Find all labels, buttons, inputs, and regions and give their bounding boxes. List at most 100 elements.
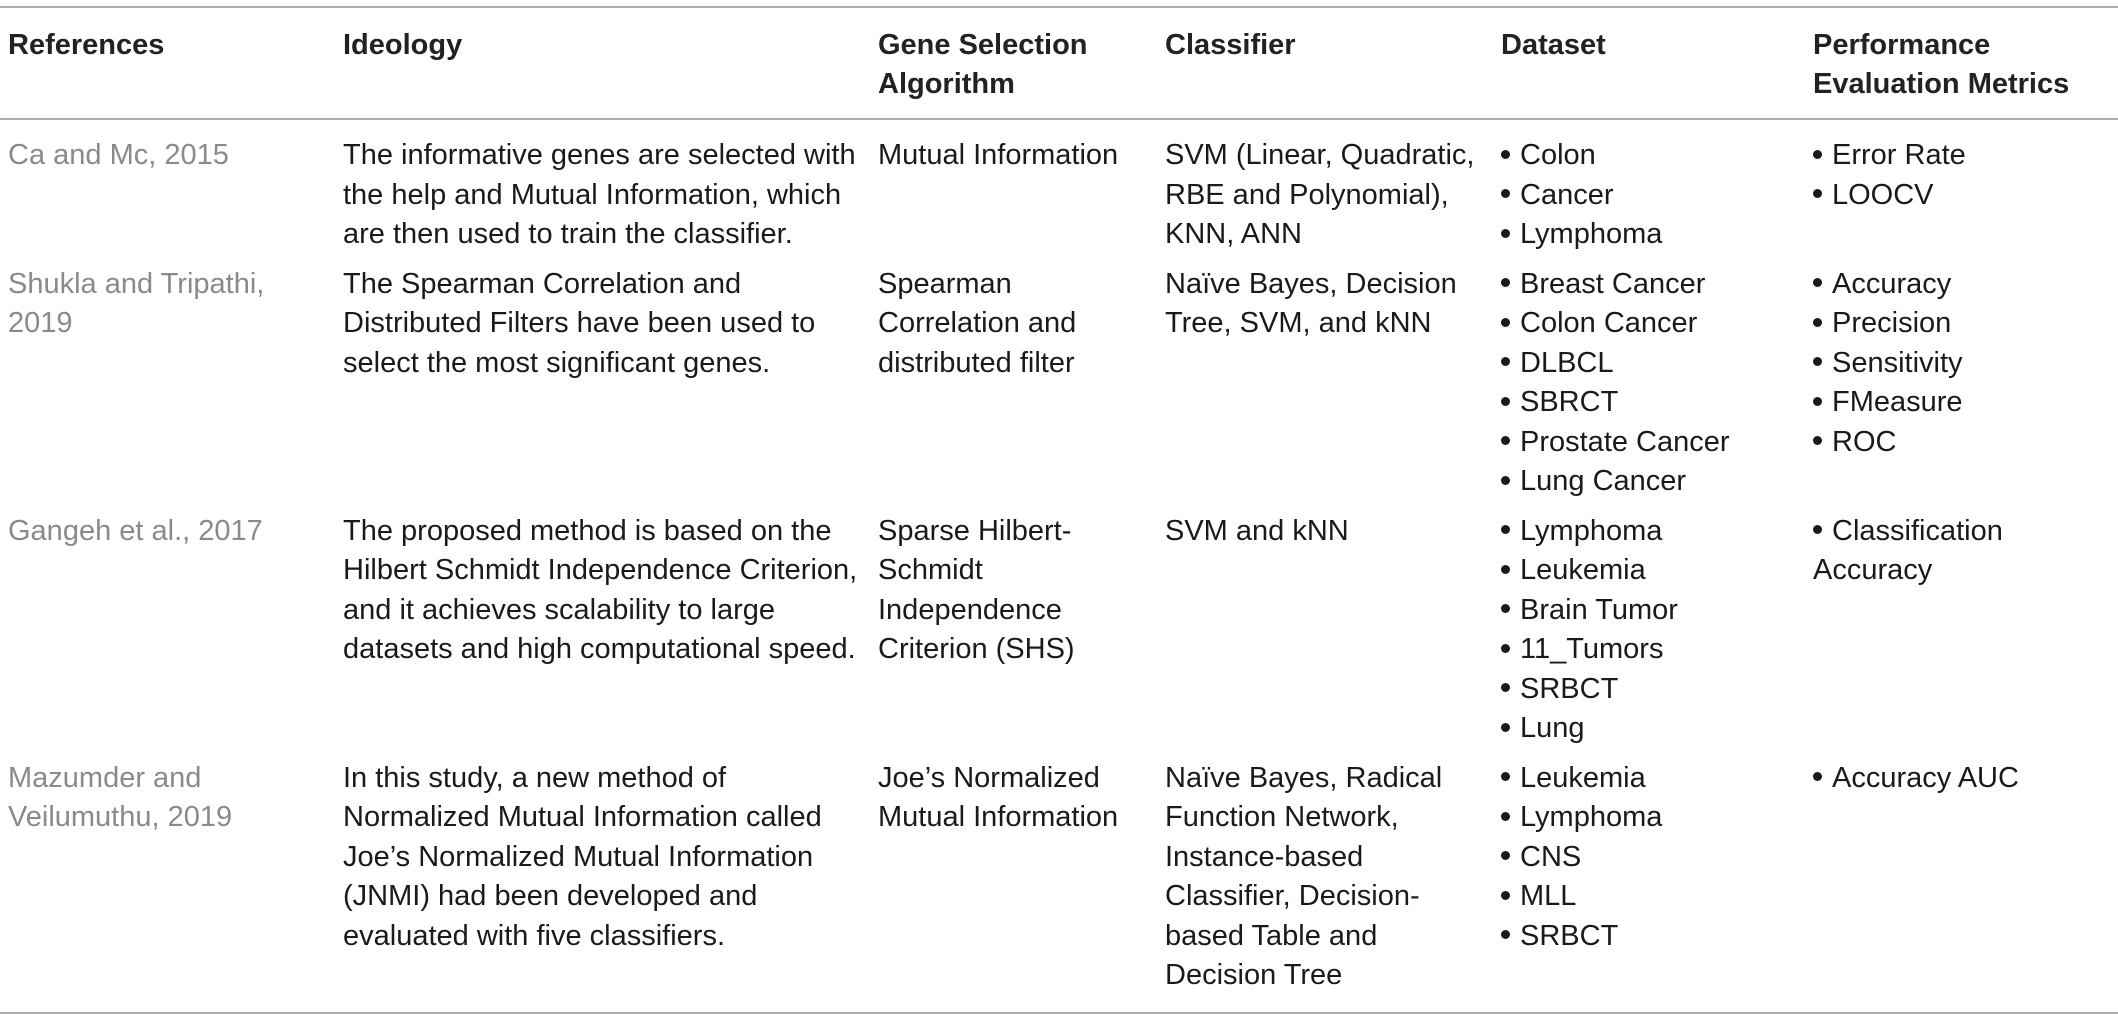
dataset-item: Colon: [1501, 136, 1797, 176]
bullet-icon: [1813, 189, 1822, 199]
dataset-item: Brain Tumor: [1501, 591, 1797, 631]
dataset-list: Leukemia Lymphoma CNS MLL SRBCT: [1501, 759, 1797, 957]
metrics-cell: Accuracy AUC: [1805, 754, 2118, 1013]
dataset-item: Leukemia: [1501, 551, 1797, 591]
bullet-icon: [1501, 189, 1510, 199]
bullet-icon: [1501, 930, 1510, 940]
dataset-list: Colon Cancer Lymphoma: [1501, 136, 1797, 255]
metrics-cell: Accuracy Precision Sensitivity FMeasure …: [1805, 260, 2118, 507]
dataset-item: Cancer: [1501, 176, 1797, 216]
bullet-icon: [1501, 851, 1510, 861]
bullet-icon: [1501, 683, 1510, 693]
table-row: Ca and Mc, 2015 The informative genes ar…: [0, 119, 2118, 260]
classifier-cell: SVM (Linear, Quadratic, RBE and Polynomi…: [1165, 139, 1475, 250]
bullet-icon: [1501, 890, 1510, 900]
bullet-icon: [1501, 278, 1510, 288]
bullet-icon: [1813, 149, 1822, 159]
header-references: References: [8, 29, 165, 61]
dataset-item: Lung Cancer: [1501, 462, 1797, 502]
algorithm-cell: Spearman Correlation and distributed fil…: [878, 267, 1077, 379]
dataset-item: SBRCT: [1501, 383, 1797, 423]
algorithm-cell: Mutual Information: [878, 139, 1119, 171]
dataset-item: DLBCL: [1501, 344, 1797, 384]
dataset-item: SRBCT: [1501, 670, 1797, 710]
metric-item: Error Rate: [1813, 136, 2110, 176]
table-row: Mazumder and Veilumuthu, 2019 In this st…: [0, 754, 2118, 1013]
dataset-list: Breast Cancer Colon Cancer DLBCL SBRCT P…: [1501, 265, 1797, 502]
ideology-cell: The Spearman Correlation and Distributed…: [343, 267, 816, 379]
header-dataset: Dataset: [1501, 29, 1606, 61]
classifier-cell: Naïve Bayes, Radical Function Network, I…: [1165, 761, 1443, 992]
ideology-cell: The proposed method is based on the Hilb…: [343, 514, 858, 666]
metrics-list: Accuracy AUC: [1813, 759, 2110, 799]
metric-item: FMeasure: [1813, 383, 2110, 423]
bullet-icon: [1501, 722, 1510, 732]
dataset-item: SRBCT: [1501, 917, 1797, 957]
bullet-icon: [1501, 772, 1510, 782]
dataset-item: Prostate Cancer: [1501, 423, 1797, 463]
bullet-icon: [1501, 811, 1510, 821]
header-performance-metrics: Performance Evaluation Metrics: [1813, 29, 2070, 100]
bullet-icon: [1501, 564, 1510, 574]
metric-item: LOOCV: [1813, 176, 2110, 216]
bullet-icon: [1813, 396, 1822, 406]
ideology-cell: The informative genes are selected with …: [343, 139, 856, 250]
bullet-icon: [1813, 436, 1822, 446]
bullet-icon: [1501, 357, 1510, 367]
bullet-icon: [1813, 357, 1822, 367]
reference-cell: Ca and Mc, 2015: [8, 139, 229, 171]
dataset-item: Lymphoma: [1501, 215, 1797, 255]
table-row: Shukla and Tripathi, 2019 The Spearman C…: [0, 260, 2118, 507]
dataset-item: 11_Tumors: [1501, 630, 1797, 670]
metrics-cell: Error Rate LOOCV: [1805, 119, 2118, 260]
literature-review-table: References Ideology Gene Selection Algor…: [0, 6, 2118, 1014]
metrics-list: Classification Accuracy: [1813, 512, 2110, 591]
bullet-icon: [1501, 396, 1510, 406]
dataset-item: Colon Cancer: [1501, 304, 1797, 344]
bullet-icon: [1813, 317, 1822, 327]
metric-item: Accuracy AUC: [1813, 759, 2110, 799]
bullet-icon: [1501, 228, 1510, 238]
algorithm-cell: Sparse Hilbert-Schmidt Independence Crit…: [878, 514, 1075, 666]
dataset-item: CNS: [1501, 838, 1797, 878]
classifier-cell: Naïve Bayes, Decision Tree, SVM, and kNN: [1165, 267, 1457, 340]
reference-cell: Gangeh et al., 2017: [8, 514, 263, 547]
metric-item: Accuracy: [1813, 265, 2110, 305]
metrics-cell: Classification Accuracy: [1805, 507, 2118, 754]
header-gene-selection-algorithm: Gene Selection Algorithm: [878, 29, 1088, 100]
metric-item: ROC: [1813, 423, 2110, 463]
dataset-cell: Leukemia Lymphoma CNS MLL SRBCT: [1493, 754, 1805, 1013]
dataset-item: Lung: [1501, 709, 1797, 749]
dataset-item: MLL: [1501, 877, 1797, 917]
metrics-list: Accuracy Precision Sensitivity FMeasure …: [1813, 265, 2110, 463]
bullet-icon: [1501, 475, 1510, 485]
header-classifier: Classifier: [1165, 29, 1296, 61]
metric-item: Classification Accuracy: [1813, 514, 2003, 586]
dataset-cell: Colon Cancer Lymphoma: [1493, 119, 1805, 260]
dataset-list: Lymphoma Leukemia Brain Tumor 11_Tumors …: [1501, 512, 1797, 749]
literature-table-container: References Ideology Gene Selection Algor…: [0, 6, 2118, 1014]
metric-item: Precision: [1813, 304, 2110, 344]
bullet-icon: [1501, 317, 1510, 327]
metrics-list: Error Rate LOOCV: [1813, 136, 2110, 215]
bullet-icon: [1501, 525, 1510, 535]
table-row: Gangeh et al., 2017 The proposed method …: [0, 507, 2118, 754]
reference-cell: Mazumder and Veilumuthu, 2019: [8, 761, 233, 834]
dataset-item: Leukemia: [1501, 759, 1797, 799]
table-header-row: References Ideology Gene Selection Algor…: [0, 7, 2118, 119]
bullet-icon: [1501, 643, 1510, 653]
header-ideology: Ideology: [343, 29, 463, 61]
dataset-cell: Breast Cancer Colon Cancer DLBCL SBRCT P…: [1493, 260, 1805, 507]
algorithm-cell: Joe’s Normalized Mutual Information: [878, 761, 1119, 834]
bullet-icon: [1501, 604, 1510, 614]
bullet-icon: [1813, 525, 1822, 535]
ideology-cell: In this study, a new method of Normalize…: [343, 761, 822, 952]
reference-cell: Shukla and Tripathi, 2019: [8, 267, 265, 340]
bullet-icon: [1813, 772, 1822, 782]
bullet-icon: [1813, 278, 1822, 288]
dataset-item: Breast Cancer: [1501, 265, 1797, 305]
dataset-item: Lymphoma: [1501, 512, 1797, 552]
dataset-cell: Lymphoma Leukemia Brain Tumor 11_Tumors …: [1493, 507, 1805, 754]
dataset-item: Lymphoma: [1501, 798, 1797, 838]
metric-item: Sensitivity: [1813, 344, 2110, 384]
